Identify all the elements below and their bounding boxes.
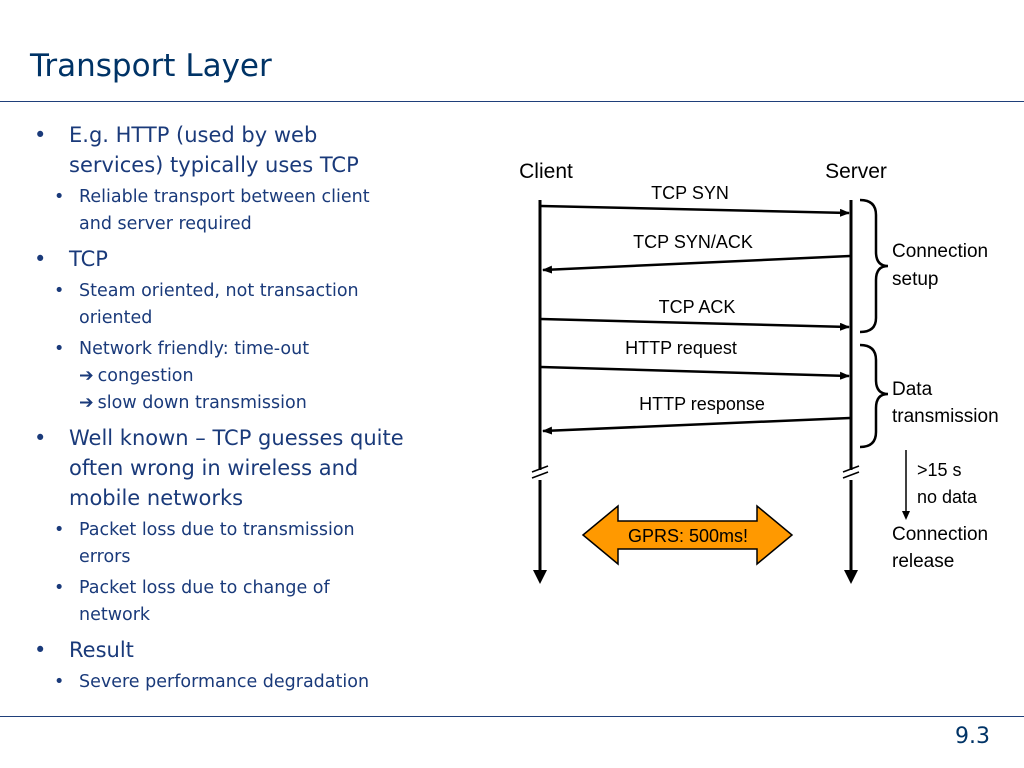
message-label-ack: TCP ACK	[659, 297, 736, 317]
message-arrow-http-response	[542, 416, 851, 435]
bullet-list: • E.g. HTTP (used by web services) typic…	[34, 117, 504, 696]
page-number: 9.3	[955, 724, 990, 749]
bullet-dot: •	[34, 426, 47, 450]
bullet-http-tcp: • E.g. HTTP (used by web services) typic…	[34, 120, 504, 180]
subbullet-packet-loss-errors: • Packet loss due to transmission errors	[34, 517, 504, 571]
bullet-text-line: services) typically uses TCP	[69, 153, 359, 177]
right-arrow-icon: ➔	[79, 366, 94, 386]
subbullet-text-line: oriented	[79, 308, 153, 328]
subbullet-dot: •	[54, 578, 65, 598]
bullet-dot: •	[34, 247, 47, 271]
message-label-http-request: HTTP request	[625, 338, 737, 358]
subbullet-dot: •	[54, 672, 65, 692]
gprs-label: GPRS: 500ms!	[628, 526, 748, 546]
subbullet-text-line: Network friendly: time-out	[79, 339, 310, 359]
bullet-text-line: often wrong in wireless and	[69, 456, 359, 480]
data-label-line-1: Data	[892, 379, 933, 400]
bullet-dot: •	[34, 638, 47, 662]
gprs-double-arrow	[581, 504, 794, 566]
bullet-well-known: • Well known – TCP guesses quite often w…	[34, 423, 504, 513]
subbullet-arrow-text: slow down transmission	[97, 393, 307, 413]
setup-label-line-2: setup	[892, 269, 938, 290]
bullet-text-line: E.g. HTTP (used by web	[69, 123, 318, 147]
subbullet-text-line: and server required	[79, 214, 252, 234]
bullet-text-line: Result	[69, 638, 134, 662]
subbullet-dot: •	[54, 520, 65, 540]
subbullet-stream-oriented: • Steam oriented, not transaction orient…	[34, 278, 504, 332]
data-brace	[859, 343, 889, 449]
subbullet-packet-loss-network: • Packet loss due to change of network	[34, 575, 504, 629]
message-arrow-syn	[540, 204, 850, 217]
message-arrow-ack	[540, 317, 850, 331]
title-divider	[0, 101, 1024, 102]
bullet-tcp: • TCP	[34, 244, 504, 274]
slide-title: Transport Layer	[30, 48, 272, 84]
subbullet-arrow-line: ➔congestion	[79, 363, 504, 390]
subbullet-dot: •	[54, 339, 65, 359]
release-label-line-1: Connection	[892, 524, 988, 545]
release-label-line-2: release	[892, 551, 954, 572]
setup-label-line-1: Connection	[892, 241, 988, 262]
client-label: Client	[519, 160, 573, 183]
idle-label-line-1: >15 s	[917, 460, 962, 480]
subbullet-arrow-text: congestion	[97, 366, 194, 386]
client-timeline	[531, 200, 549, 584]
subbullet-network-friendly: • Network friendly: time-out ➔congestion…	[34, 336, 504, 417]
subbullet-text-line: Packet loss due to change of	[79, 578, 330, 598]
bullet-text-line: mobile networks	[69, 486, 244, 510]
subbullet-text-line: Packet loss due to transmission	[79, 520, 355, 540]
setup-brace	[859, 198, 889, 334]
footer-divider	[0, 716, 1024, 717]
subbullet-dot: •	[54, 281, 65, 301]
message-label-http-response: HTTP response	[639, 394, 765, 414]
subbullet-text-line: Steam oriented, not transaction	[79, 281, 359, 301]
subbullet-text-line: network	[79, 605, 151, 625]
idle-label-line-2: no data	[917, 487, 978, 507]
message-label-syn: TCP SYN	[651, 183, 729, 203]
bullet-dot: •	[34, 123, 47, 147]
server-label: Server	[825, 160, 887, 183]
message-label-synack: TCP SYN/ACK	[633, 232, 753, 252]
bullet-text-line: TCP	[69, 247, 108, 271]
message-arrow-synack	[542, 254, 851, 274]
subbullet-text-line: Reliable transport between client	[79, 187, 370, 207]
subbullet-text-line: errors	[79, 547, 131, 567]
message-arrow-http-request	[540, 365, 850, 380]
subbullet-arrow-line: ➔slow down transmission	[79, 390, 504, 417]
data-label-line-2: transmission	[892, 406, 999, 427]
subbullet-degradation: • Severe performance degradation	[34, 669, 504, 696]
server-timeline	[842, 200, 860, 584]
bullet-result: • Result	[34, 635, 504, 665]
subbullet-reliable-transport: • Reliable transport between client and …	[34, 184, 504, 238]
bullet-text-line: Well known – TCP guesses quite	[69, 426, 404, 450]
subbullet-dot: •	[54, 187, 65, 207]
right-arrow-icon: ➔	[79, 393, 94, 413]
subbullet-text-line: Severe performance degradation	[79, 672, 370, 692]
